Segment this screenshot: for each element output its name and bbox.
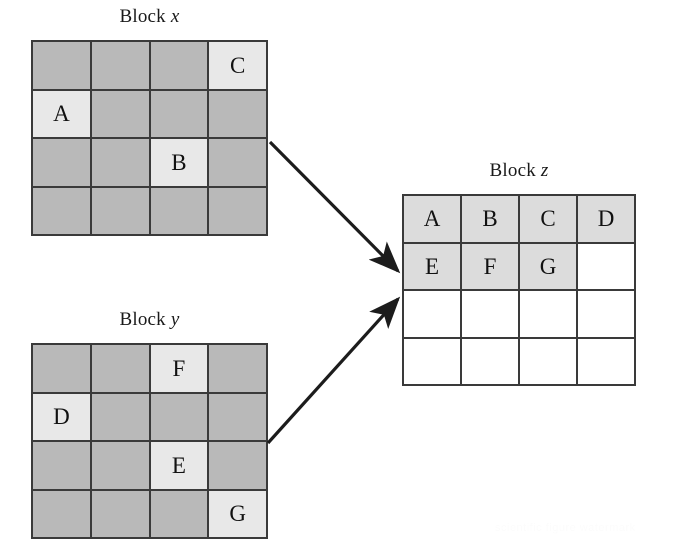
cell-label: E bbox=[424, 253, 440, 279]
block-y-cell-r1-c0: D bbox=[33, 393, 90, 440]
block-y-cell-r1-c2 bbox=[150, 393, 208, 440]
block-x-cell-r1-c0: A bbox=[33, 90, 90, 137]
cell-label: A bbox=[53, 101, 70, 127]
block-z-cell-r1-c2: G bbox=[520, 243, 576, 289]
cell-label: E bbox=[171, 452, 186, 478]
block-z-cell-r1-c1: F bbox=[462, 243, 518, 289]
block-x-cell-r0-c3: C bbox=[209, 42, 266, 89]
cell-label: G bbox=[539, 253, 557, 279]
arrow-y-to-z bbox=[266, 296, 401, 445]
block-x-cell-r0-c1 bbox=[91, 42, 149, 89]
block-z-cell-r0-c0: A bbox=[404, 196, 460, 242]
block-x-cell-r2-c3 bbox=[209, 139, 266, 186]
block-z-cell-r3-c3 bbox=[578, 338, 634, 384]
block-x-cell-r0-c0 bbox=[33, 42, 90, 89]
block-z-title: Block z bbox=[402, 160, 636, 182]
block-y-cell-r1-c1 bbox=[91, 393, 149, 440]
cell-label: F bbox=[483, 253, 497, 279]
arrow-x-to-z bbox=[268, 140, 401, 274]
block-z-cell-r0-c1: B bbox=[462, 196, 518, 242]
block-z-cell-r1-c3 bbox=[578, 243, 634, 289]
cell-label: G bbox=[229, 501, 246, 527]
block-x-cell-r3-c3 bbox=[209, 187, 266, 234]
block-x-cell-r1-c2 bbox=[150, 90, 208, 137]
block-x-cell-r1-c1 bbox=[91, 90, 149, 137]
block-y-cell-r0-c3 bbox=[209, 345, 266, 392]
block-z-cell-r2-c0 bbox=[404, 291, 460, 337]
block-x-title-var: x bbox=[170, 6, 180, 27]
block-x-cell-r1-c3 bbox=[209, 90, 266, 137]
cell-label: C bbox=[229, 52, 246, 78]
block-z-cell-r3-c0 bbox=[404, 338, 460, 384]
block-y-cell-r2-c1 bbox=[91, 442, 149, 489]
block-z-cell-r1-c0: E bbox=[404, 243, 460, 289]
block-z-cell-r3-c2 bbox=[520, 338, 576, 384]
block-x-cell-r2-c2: B bbox=[150, 139, 208, 186]
block-y-grid: F D E G bbox=[31, 343, 268, 539]
block-z-cell-r2-c1 bbox=[462, 291, 518, 337]
block-y-cell-r3-c0 bbox=[33, 490, 90, 537]
block-y-cell-r1-c3 bbox=[209, 393, 266, 440]
block-z-cell-r2-c2 bbox=[520, 291, 576, 337]
block-z-grid: A B C D E F G bbox=[402, 194, 636, 386]
block-x-title: Block x bbox=[31, 6, 268, 28]
block-y-cell-r2-c3 bbox=[209, 442, 266, 489]
block-y-cell-r3-c2 bbox=[150, 490, 208, 537]
block-y-cell-r3-c1 bbox=[91, 490, 149, 537]
cell-label: F bbox=[172, 355, 186, 381]
block-z-title-prefix: Block bbox=[489, 160, 541, 181]
cell-label: B bbox=[482, 206, 498, 232]
block-z-title-var: z bbox=[540, 160, 549, 181]
block-z-cell-r0-c3: D bbox=[578, 196, 634, 242]
block-x-cell-r2-c0 bbox=[33, 139, 90, 186]
block-y-title-var: y bbox=[170, 309, 180, 330]
block-y-cell-r2-c2: E bbox=[150, 442, 208, 489]
block-x-title-prefix: Block bbox=[119, 6, 171, 27]
block-y-cell-r0-c0 bbox=[33, 345, 90, 392]
block-z-cell-r2-c3 bbox=[578, 291, 634, 337]
block-x-cell-r3-c0 bbox=[33, 187, 90, 234]
cell-label: B bbox=[171, 149, 187, 175]
block-x-cell-r2-c1 bbox=[91, 139, 149, 186]
block-y-cell-r0-c1 bbox=[91, 345, 149, 392]
cell-label: C bbox=[540, 206, 556, 232]
cell-label: A bbox=[423, 206, 441, 232]
block-y-cell-r3-c3: G bbox=[209, 490, 266, 537]
block-z-cell-r3-c1 bbox=[462, 338, 518, 384]
block-y-cell-r2-c0 bbox=[33, 442, 90, 489]
block-x-cell-r3-c2 bbox=[150, 187, 208, 234]
block-x-cell-r0-c2 bbox=[150, 42, 208, 89]
block-y-title-prefix: Block bbox=[119, 309, 171, 330]
block-x-cell-r3-c1 bbox=[91, 187, 149, 234]
cell-label: D bbox=[597, 206, 615, 232]
watermark-text: scientific figure watermark bbox=[495, 522, 636, 534]
block-y-cell-r0-c2: F bbox=[150, 345, 208, 392]
block-x-grid: C A B bbox=[31, 40, 268, 236]
block-z-cell-r0-c2: C bbox=[520, 196, 576, 242]
cell-label: D bbox=[53, 404, 70, 430]
block-y-title: Block y bbox=[31, 309, 268, 331]
